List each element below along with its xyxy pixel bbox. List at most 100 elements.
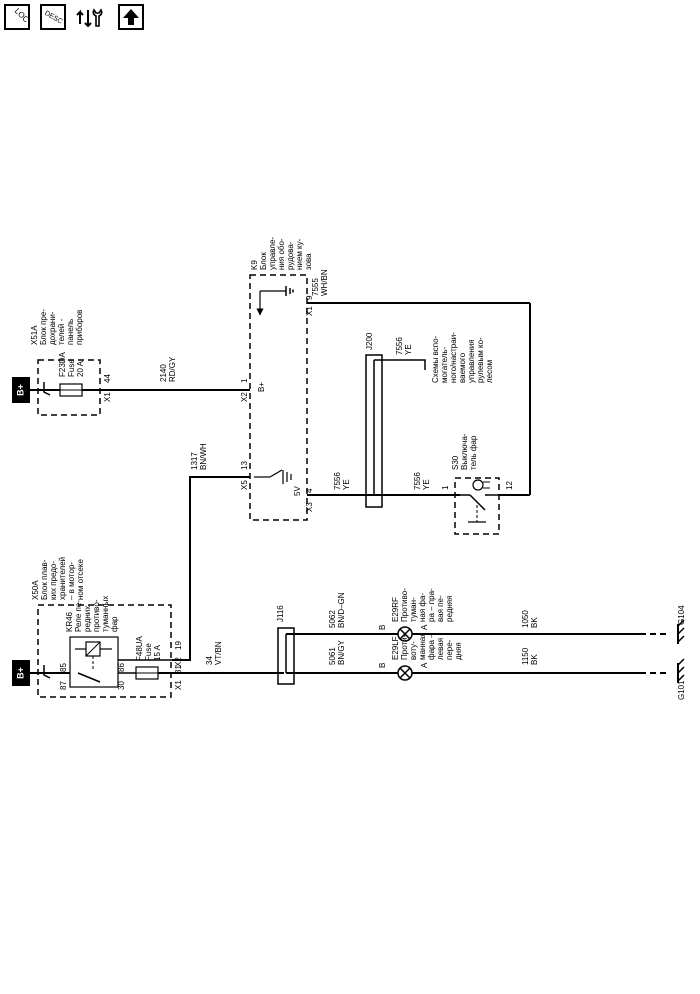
e29lf-left-fog-lamp: B A E29LF Проти- вотy- манная фара – лев… [378, 632, 463, 681]
svg-text:34: 34 [205, 656, 214, 665]
svg-text:2140: 2140 [159, 364, 168, 382]
bplus-top-label: B+ [15, 384, 25, 396]
svg-text:ких предо-: ких предо- [49, 561, 58, 600]
svg-text:вотy-: вотy- [409, 641, 418, 660]
svg-text:зова: зова [304, 253, 313, 270]
svg-text:YE: YE [422, 479, 431, 490]
aux-steering-circuits-note: Схемы вспо- могатель- ного/настраи- ваем… [431, 332, 494, 383]
svg-text:X1: X1 [305, 306, 314, 316]
svg-text:B+: B+ [257, 382, 266, 392]
svg-text:пере-: пере- [445, 639, 454, 660]
svg-text:5061: 5061 [328, 647, 337, 665]
svg-text:противо-: противо- [92, 599, 101, 632]
svg-text:Fuse: Fuse [67, 359, 76, 377]
headlamp-icon [472, 479, 484, 491]
svg-text:рулевым ко-: рулевым ко- [476, 337, 485, 383]
bplus-bottom-label: B+ [15, 667, 25, 679]
svg-text:9: 9 [305, 295, 314, 300]
svg-text:44: 44 [103, 374, 112, 383]
e29rf-right-fog-lamp: B A E29RF Противо- туман- ная фа- ра – п… [378, 588, 454, 642]
svg-text:X1: X1 [103, 392, 112, 402]
svg-text:1317: 1317 [190, 452, 199, 470]
battery-supply-bottom: B+ [12, 660, 30, 686]
svg-text:ного/настраи-: ного/настраи- [449, 332, 458, 383]
wrench-arrows-icon [76, 8, 103, 28]
fuse-f23da: F23DA Fuse 20 A [58, 351, 85, 397]
splice-j200: J200 [365, 332, 383, 508]
svg-text:WH/BN: WH/BN [320, 269, 329, 296]
svg-text:туман-: туман- [409, 597, 418, 622]
svg-text:X3: X3 [305, 502, 314, 512]
svg-text:могатель-: могатель- [440, 346, 449, 383]
svg-text:E29LF: E29LF [391, 636, 400, 660]
svg-text:Выключа-: Выключа- [460, 433, 469, 470]
svg-text:манная: манная [418, 632, 427, 660]
svg-text:BK: BK [530, 654, 539, 665]
svg-text:15 A: 15 A [153, 644, 162, 661]
svg-text:30: 30 [117, 681, 126, 690]
svg-text:рудова-: рудова- [286, 241, 295, 270]
svg-text:F23DA: F23DA [58, 351, 67, 377]
svg-text:X51A: X51A [30, 325, 39, 345]
s30-headlamp-switch: S30 Выключа- тель фар 1 12 [441, 433, 514, 535]
svg-text:7556: 7556 [333, 472, 342, 490]
svg-text:фара –: фара – [427, 633, 436, 660]
svg-text:A: A [420, 624, 429, 630]
svg-text:управле-: управле- [268, 237, 277, 270]
svg-text:X2: X2 [174, 657, 183, 667]
wire-1317 [172, 476, 250, 661]
svg-text:1050: 1050 [521, 610, 530, 628]
svg-text:редних: редних [83, 606, 92, 632]
repair-procedures-button[interactable] [76, 4, 108, 32]
svg-text:Проти-: Проти- [400, 634, 409, 660]
description-view-button[interactable]: DESC [40, 4, 66, 30]
ground-g104: G104 [677, 605, 686, 644]
svg-text:приборов: приборов [75, 310, 84, 345]
svg-text:B: B [378, 625, 387, 630]
location-view-icon: LOC [13, 6, 28, 24]
svg-text:ра – пра-: ра – пра- [427, 588, 436, 622]
svg-text:X5: X5 [240, 480, 249, 490]
svg-text:вая пе-: вая пе- [436, 595, 445, 622]
go-up-button[interactable] [118, 4, 144, 30]
svg-text:ния обо-: ния обо- [277, 238, 286, 270]
svg-text:VT/BN: VT/BN [214, 641, 223, 665]
svg-text:редняя: редняя [445, 596, 454, 622]
svg-text:фар: фар [110, 616, 119, 632]
kr46-fog-lamp-relay: KR46 Реле пе- редних противо- туманных ф… [59, 596, 126, 690]
location-view-button[interactable]: LOC [4, 4, 30, 30]
svg-text:BN/D–GN: BN/D–GN [337, 592, 346, 628]
svg-text:4: 4 [305, 488, 314, 493]
svg-text:K9: K9 [250, 260, 259, 270]
k9-body-control-module: K9 Блок управле- ния обо- рудова- нием к… [249, 237, 313, 521]
x50a-fuse-block: X50A Блок плав- ких предо- хранителей – … [31, 557, 172, 698]
svg-text:Fuse: Fuse [144, 643, 153, 661]
svg-text:7556: 7556 [395, 337, 404, 355]
svg-text:F48UA: F48UA [135, 635, 144, 661]
battery-supply-top: B+ [12, 377, 30, 403]
svg-text:G101: G101 [677, 680, 686, 700]
svg-text:лесом: лесом [485, 360, 494, 383]
svg-text:5062: 5062 [328, 610, 337, 628]
svg-text:Схемы вспо-: Схемы вспо- [431, 335, 440, 383]
svg-text:– в мотор-: – в мотор- [67, 562, 76, 600]
svg-text:X1: X1 [174, 680, 183, 690]
svg-text:13: 13 [240, 461, 249, 470]
toolbar: LOC DESC [4, 4, 144, 34]
svg-text:J116: J116 [276, 605, 285, 622]
svg-text:85: 85 [59, 663, 68, 672]
svg-text:1: 1 [441, 485, 450, 490]
svg-text:X50A: X50A [31, 580, 40, 600]
arrow-up-icon [123, 9, 139, 25]
ground-g101: G101 [677, 658, 686, 700]
svg-text:BN/WH: BN/WH [199, 443, 208, 470]
svg-text:B: B [378, 663, 387, 668]
svg-text:20 A: 20 A [76, 360, 85, 377]
x51a-fuse-block: X51A Блок пре- дохрани- телей - панель п… [30, 309, 101, 416]
svg-text:Блок пре-: Блок пре- [39, 309, 48, 345]
svg-text:телей -: телей - [57, 318, 66, 345]
svg-text:дохрани-: дохрани- [48, 311, 57, 345]
svg-text:ваемого: ваемого [458, 352, 467, 383]
svg-text:19: 19 [174, 641, 183, 650]
svg-text:1: 1 [240, 378, 249, 383]
